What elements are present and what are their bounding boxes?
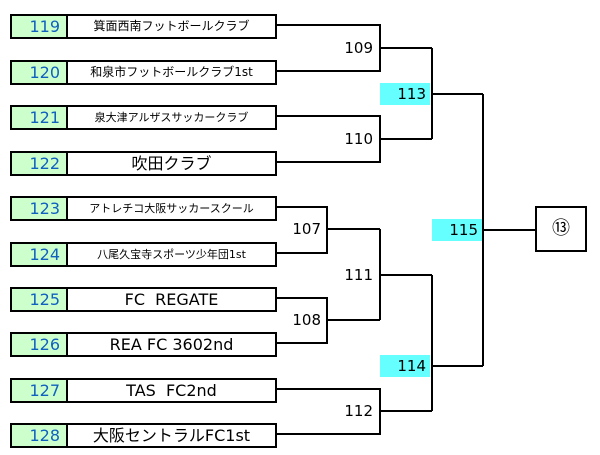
team-row: 125 FC REGATE bbox=[10, 287, 277, 312]
seed-number: 123 bbox=[12, 198, 68, 219]
bracket-107 bbox=[275, 206, 380, 254]
seed-number: 128 bbox=[12, 425, 68, 446]
team-name: アトレチコ大阪サッカースクール bbox=[89, 202, 254, 215]
final-box: ⑬ bbox=[535, 206, 587, 252]
seed-number: 121 bbox=[12, 107, 68, 128]
team-row: 121 泉大津アルザスサッカークラブ bbox=[10, 105, 277, 130]
bracket-112 bbox=[275, 388, 432, 435]
team-row: 122 吹田クラブ bbox=[10, 151, 277, 176]
team-name: 箕面西南フットボールクラブ bbox=[93, 19, 250, 33]
match-label-108: 108 bbox=[292, 311, 321, 329]
seed-number: 126 bbox=[12, 334, 68, 355]
bracket-111 bbox=[379, 229, 432, 320]
bracket-115 bbox=[482, 94, 535, 366]
match-label-113: 113 bbox=[380, 83, 430, 105]
match-label-107: 107 bbox=[292, 220, 321, 238]
match-label-112: 112 bbox=[344, 402, 373, 420]
bracket-110 bbox=[275, 115, 432, 163]
team-row: 124 八尾久宝寺スポーツ少年団1st bbox=[10, 242, 277, 267]
match-label-109: 109 bbox=[344, 39, 373, 57]
team-row: 128 大阪セントラルFC1st bbox=[10, 423, 277, 448]
team-row: 120 和泉市フットボールクラブ1st bbox=[10, 60, 277, 85]
bracket-109 bbox=[275, 24, 432, 72]
team-row: 119 箕面西南フットボールクラブ bbox=[10, 14, 277, 39]
seed-number: 124 bbox=[12, 244, 68, 265]
team-name: 大阪セントラルFC1st bbox=[92, 426, 251, 445]
team-name: FC REGATE bbox=[124, 290, 219, 309]
match-label-110: 110 bbox=[344, 130, 373, 148]
team-name: TAS FC2nd bbox=[126, 381, 217, 400]
team-name: 八尾久宝寺スポーツ少年団1st bbox=[97, 248, 246, 261]
team-name: 泉大津アルザスサッカークラブ bbox=[94, 111, 249, 124]
team-name: 吹田クラブ bbox=[131, 154, 212, 173]
team-name: REA FC 3602nd bbox=[109, 335, 234, 354]
team-row: 123 アトレチコ大阪サッカースクール bbox=[10, 196, 277, 221]
match-label-115: 115 bbox=[432, 219, 482, 241]
seed-number: 120 bbox=[12, 62, 68, 83]
seed-number: 119 bbox=[12, 16, 68, 37]
bracket-108 bbox=[275, 297, 380, 344]
bracket-114 bbox=[431, 275, 483, 411]
seed-number: 122 bbox=[12, 153, 68, 174]
team-row: 126 REA FC 3602nd bbox=[10, 332, 277, 357]
seed-number: 127 bbox=[12, 380, 68, 401]
bracket-113 bbox=[431, 48, 483, 139]
team-name: 和泉市フットボールクラブ1st bbox=[90, 65, 253, 79]
match-label-111: 111 bbox=[344, 266, 373, 284]
match-label-114: 114 bbox=[380, 355, 430, 377]
seed-number: 125 bbox=[12, 289, 68, 310]
team-row: 127 TAS FC2nd bbox=[10, 378, 277, 403]
